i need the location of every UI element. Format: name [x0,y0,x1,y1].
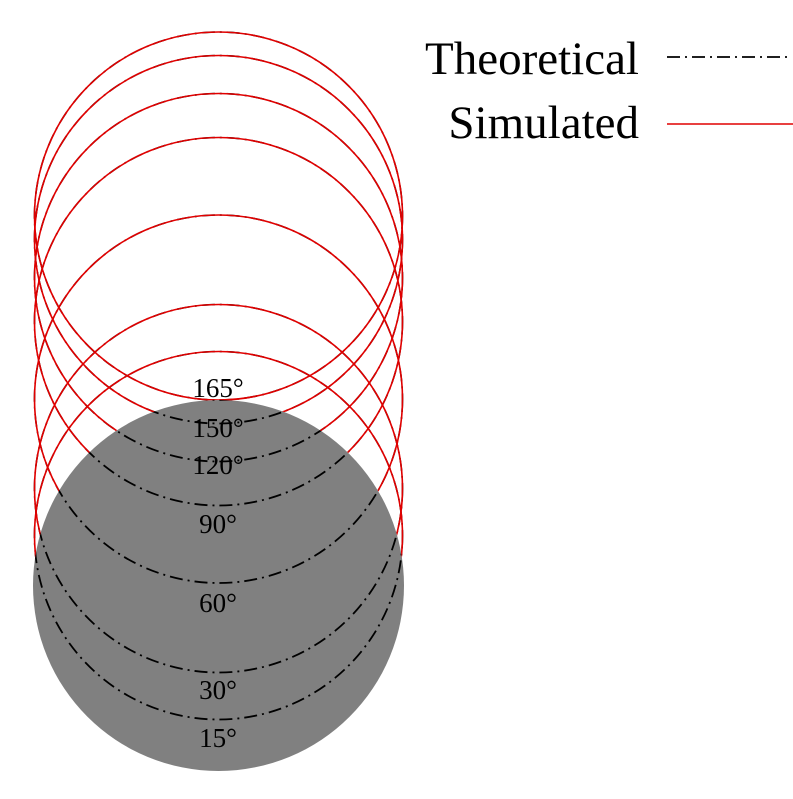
angle-label: 30° [199,675,237,705]
simulated-curves [33,31,404,721]
angle-label: 90° [199,509,237,539]
angle-label: 165° [192,373,243,403]
theoretical-curve-outer [33,54,404,425]
gray-disk [33,400,404,771]
simulated-curve [33,92,404,463]
simulated-curve [33,303,404,674]
angle-label: 15° [199,723,237,753]
angle-labels: 165° 150° 120° 90° 60° 30° 15° [192,373,243,753]
simulated-curve [33,136,404,507]
legend-label-theoretical: Theoretical [425,33,639,85]
angle-label: 120° [192,450,243,480]
angle-label: 150° [192,413,243,443]
legend: Theoretical Simulated [425,33,793,149]
theoretical-curve-outer [33,31,404,401]
theoretical-curve [33,400,404,425]
simulated-curve [33,31,404,401]
simulated-curve [33,350,404,721]
theoretical-curve [33,400,404,401]
simulated-curve [33,214,404,584]
angle-label: 60° [199,588,237,618]
legend-label-simulated: Simulated [448,97,639,149]
simulated-curve [33,54,404,425]
